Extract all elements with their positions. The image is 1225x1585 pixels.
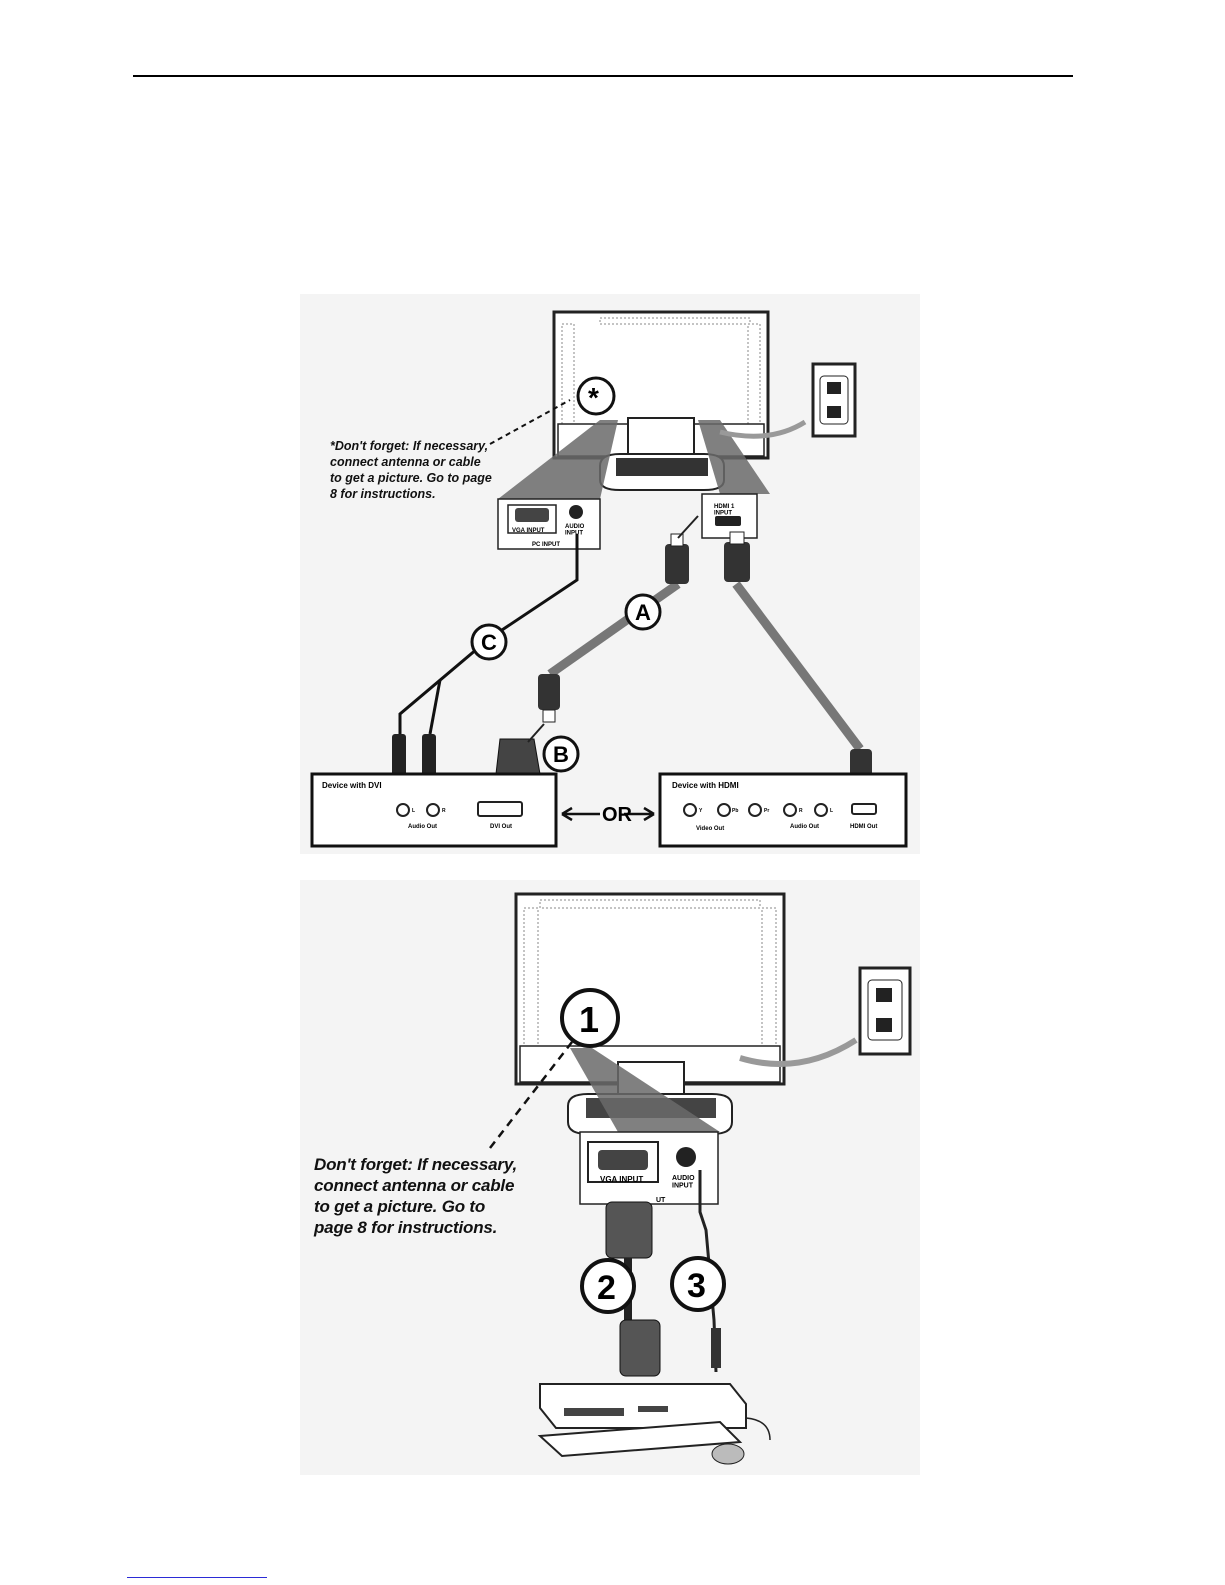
hdmi-cable-a <box>547 580 681 678</box>
callout-1 <box>560 988 620 1048</box>
vga-input-label: VGA INPUT <box>600 1175 643 1184</box>
callout-1-label: 1 <box>579 999 599 1040</box>
zoom-wedge-left <box>498 420 618 499</box>
callout-c <box>470 623 508 661</box>
device-with-hdmi <box>658 772 908 848</box>
pc-input-partial-label: UT <box>656 1197 666 1204</box>
hdmi-jack-r-label: R <box>799 808 803 814</box>
dvi-jack-r-label: R <box>442 808 446 814</box>
callout-2 <box>580 1258 636 1314</box>
hdmi-plug-icon <box>665 544 689 584</box>
hdmi-input-panel <box>701 493 758 539</box>
computer-icon <box>537 1383 771 1465</box>
hdmi-jack-pr-label: Pr <box>764 808 769 814</box>
dvi-audio-out-label: Audio Out <box>408 824 437 830</box>
left-arrow-icon <box>561 806 600 822</box>
hdmi-out-label: HDMI Out <box>850 824 877 830</box>
hdmi-cable-device <box>732 581 864 752</box>
hdmi-jack-pb-label: Pb <box>732 808 738 814</box>
device-hdmi-title: Device with HDMI <box>672 781 739 790</box>
hdmi-jack-l-label: L <box>830 808 833 814</box>
audio-plug-icon <box>711 1328 721 1368</box>
wall-outlet-icon <box>811 362 857 438</box>
asterisk-label: * <box>588 382 599 413</box>
dvi-jack-l-label: L <box>412 808 415 814</box>
header-rule <box>133 75 1073 77</box>
power-cord <box>739 1037 858 1067</box>
footer-link-rule <box>127 1577 267 1578</box>
dvi-out-label: DVI Out <box>490 824 512 830</box>
hdmi-audio-out-label: Audio Out <box>790 824 819 830</box>
zoom-wedge-right <box>698 420 770 494</box>
callout-3 <box>670 1256 726 1312</box>
pc-input-panel <box>497 498 601 550</box>
callout-asterisk <box>576 376 616 416</box>
note-antenna-bottom: Don't forget: If necessary, connect ante… <box>314 1155 517 1237</box>
hdmi-jack-y-label: Y <box>699 808 703 814</box>
or-label: OR <box>602 804 633 826</box>
note-leader <box>489 399 571 445</box>
right-arrow-icon <box>624 806 655 822</box>
zoom-wedge <box>570 1048 720 1132</box>
device-with-dvi <box>310 772 558 848</box>
callout-c-label: C <box>481 630 497 655</box>
callout-3-label: 3 <box>687 1267 706 1305</box>
callout-b-label: B <box>553 742 569 767</box>
hdmi-video-out-label: Video Out <box>696 826 724 832</box>
callout-a-label: A <box>635 600 651 625</box>
pc-input-panel <box>579 1131 719 1205</box>
vga-input-label: VGA INPUT <box>512 528 545 534</box>
callout-2-label: 2 <box>597 1269 616 1307</box>
callout-b <box>542 735 580 773</box>
wall-outlet-icon <box>858 966 912 1056</box>
rca-plug-icon <box>392 734 406 776</box>
callout-a <box>624 593 662 631</box>
pc-input-label: PC INPUT <box>532 542 560 548</box>
power-cord <box>719 419 807 439</box>
note-antenna-top: *Don't forget: If necessary, connect ant… <box>330 439 492 501</box>
device-dvi-title: Device with DVI <box>322 781 382 790</box>
